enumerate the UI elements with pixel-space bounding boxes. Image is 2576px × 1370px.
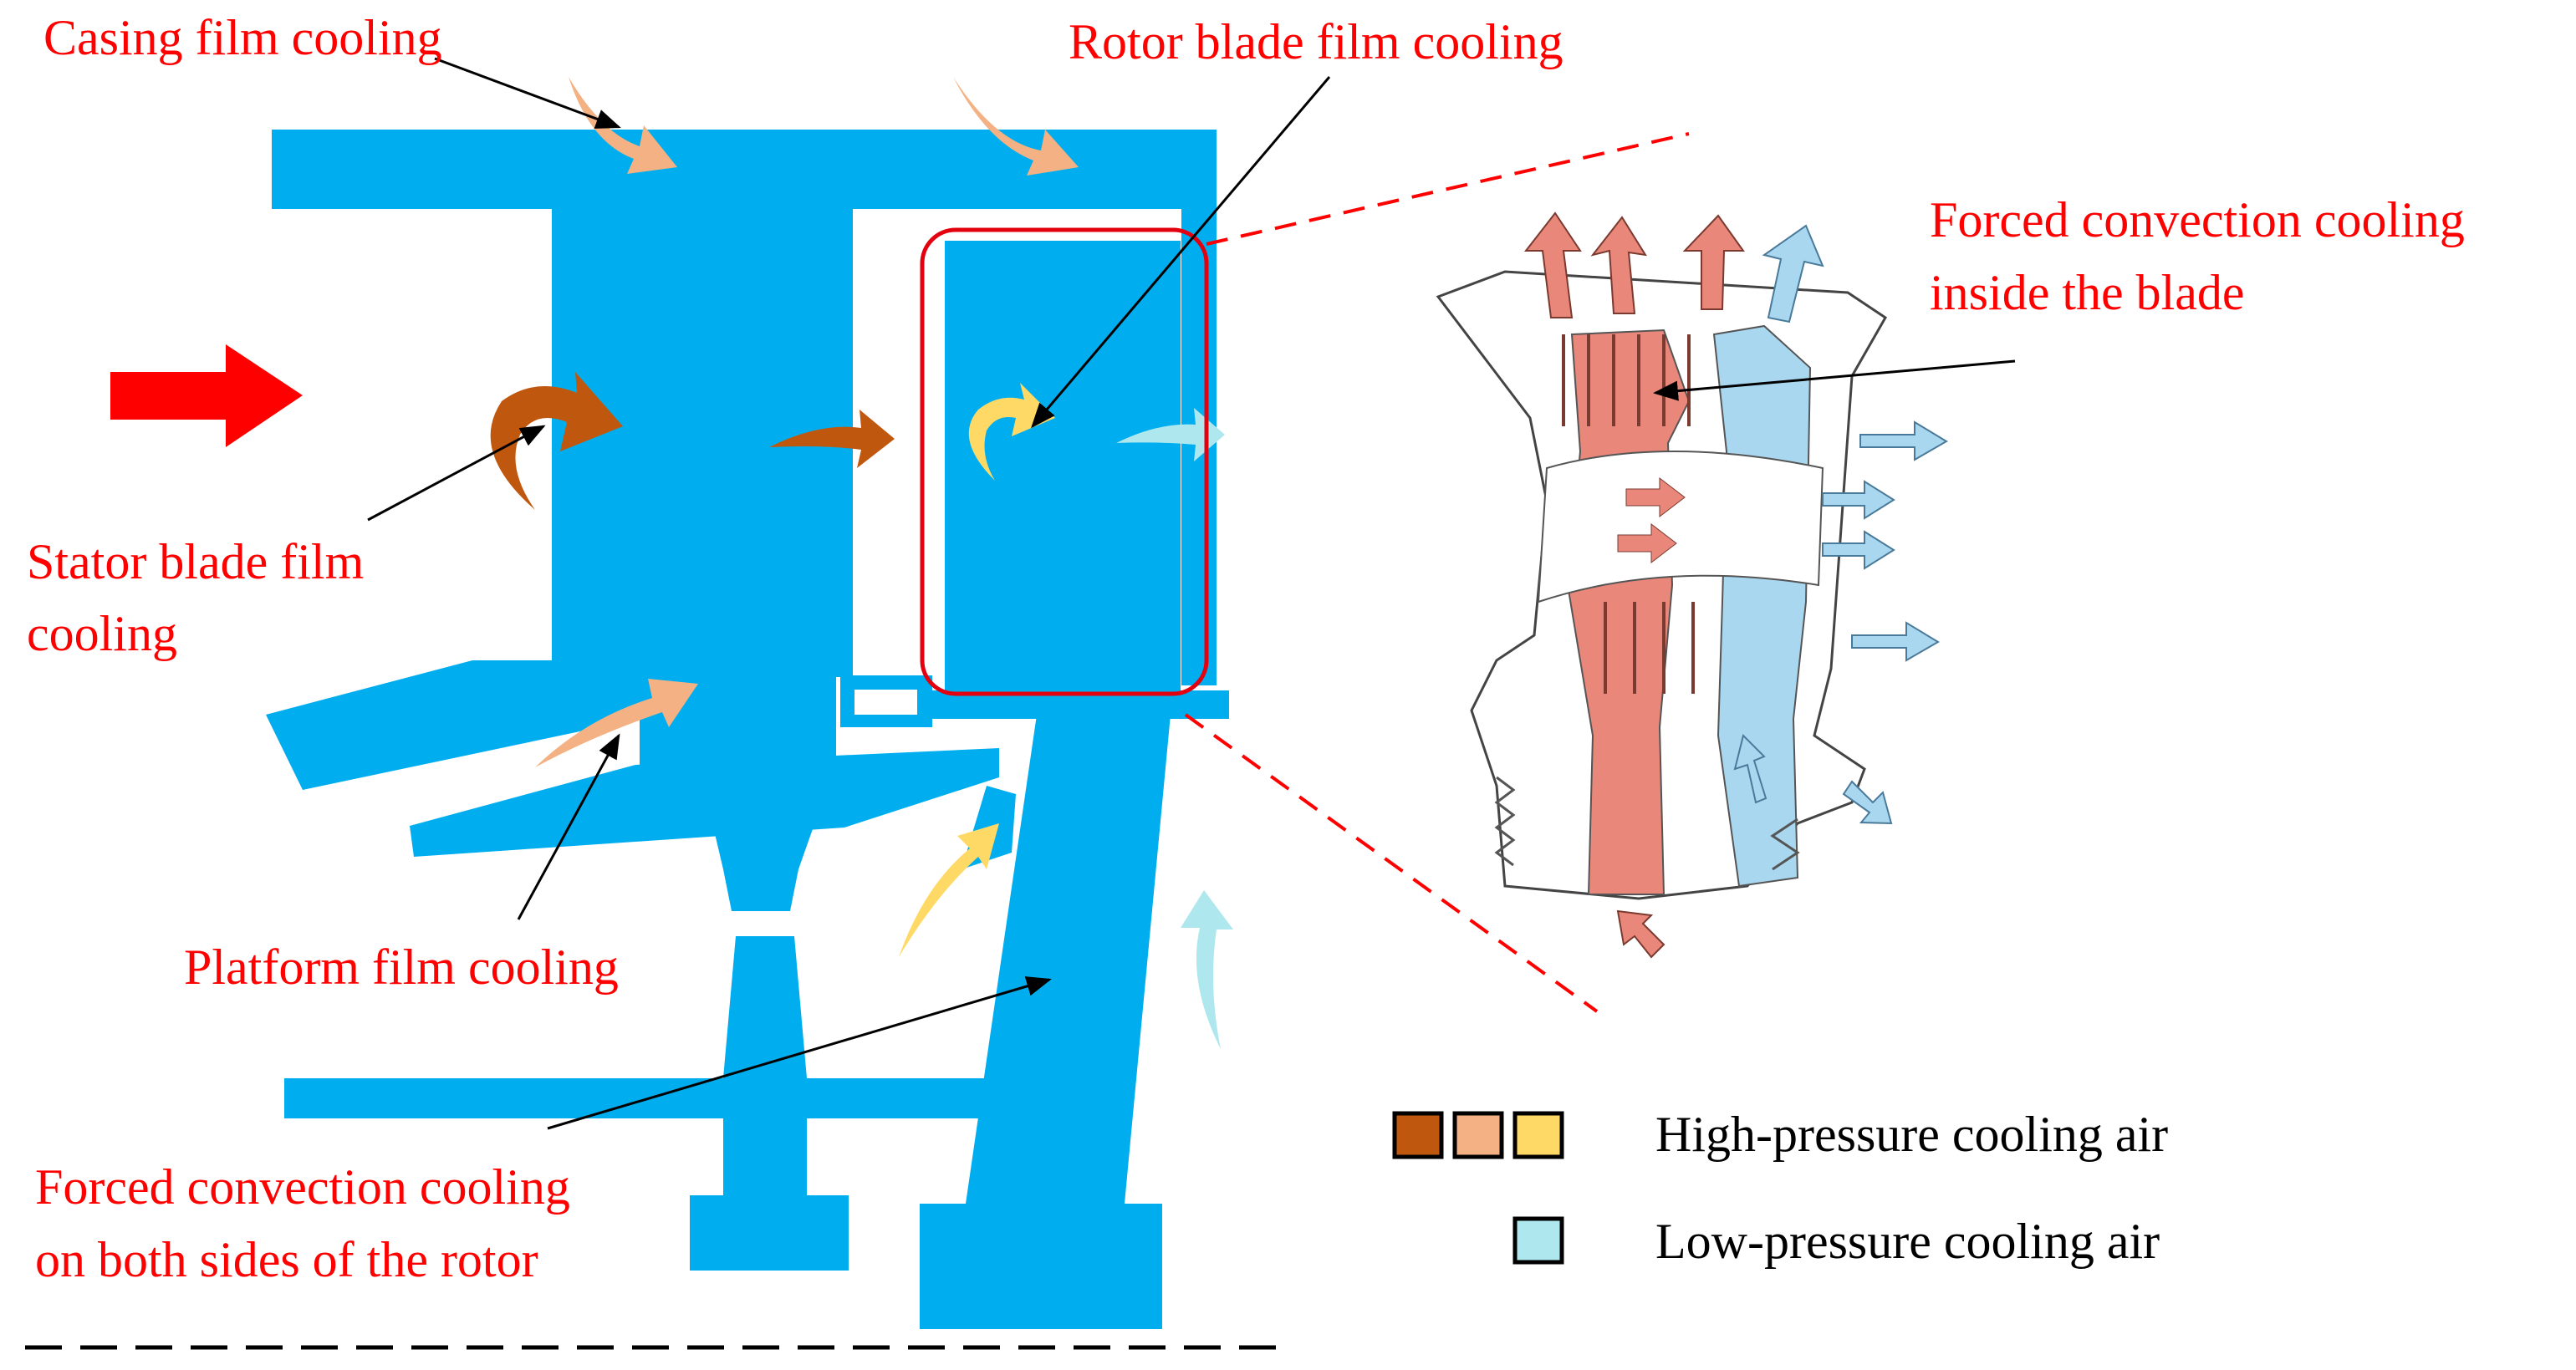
platform-arrow: [535, 679, 698, 767]
legend-swatch-high-dark: [1392, 1111, 1444, 1159]
legend-low-pressure: Low-pressure cooling air: [1655, 1214, 2160, 1269]
label-stator-line1: Stator blade film: [27, 534, 365, 589]
label-platform-film-cooling: Platform film cooling: [184, 940, 619, 995]
pointer-platform: [517, 733, 620, 920]
rotor-side-arrow-high: [899, 823, 999, 957]
casing: [272, 130, 1217, 209]
inner-platform-strip: [410, 748, 999, 857]
stator-platform: [266, 660, 836, 790]
pointer-forced-rotor: [547, 976, 1052, 1130]
stator-arrow-curl: [490, 372, 623, 510]
rotor-side-arrow-low: [1181, 890, 1233, 1049]
blade-mid-cavity: [1537, 451, 1824, 604]
legend-swatch-high-light: [1512, 1111, 1564, 1159]
zoom-line-top: [1206, 132, 1690, 246]
label-casing-film-cooling: Casing film cooling: [43, 10, 442, 65]
label-forced-rotor-line1: Forced convection cooling: [35, 1159, 570, 1215]
labyrinth-seal: [706, 798, 824, 911]
zoom-line-bottom: [1184, 713, 1599, 1013]
label-forced-inside-line2: inside the blade: [1930, 265, 2245, 320]
pointer-rotor: [1031, 76, 1331, 429]
label-forced-inside-line1: Forced convection cooling: [1930, 192, 2465, 247]
label-forced-rotor-line2: on both sides of the rotor: [35, 1232, 538, 1287]
legend-swatch-high-mid: [1452, 1111, 1504, 1159]
pointer-stator: [367, 425, 546, 522]
rotor-highlight-box: [920, 227, 1209, 696]
blade-passage-cool: [1712, 324, 1812, 888]
blade-cutaway: [1436, 211, 1948, 959]
label-stator-line2: cooling: [27, 606, 177, 661]
casing-arrow-1: [569, 77, 677, 174]
pointer-lines: [367, 57, 2016, 1130]
legend-swatches: [1392, 1111, 1564, 1265]
cooling-arrows: [490, 77, 1233, 1049]
legend-high-pressure: High-pressure cooling air: [1655, 1107, 2169, 1162]
label-rotor-blade-film-cooling: Rotor blade film cooling: [1069, 14, 1563, 69]
stator-arrow-straight: [769, 410, 895, 468]
pointer-casing: [434, 57, 621, 129]
pointer-forced-inside: [1653, 359, 2016, 401]
main-flow-arrow: [110, 344, 303, 447]
rotor-arrow-low: [1116, 408, 1225, 461]
casing-arrow-2: [953, 77, 1079, 176]
inner-casing-bar: [284, 1078, 1120, 1118]
legend-swatch-low: [1512, 1216, 1564, 1265]
rotor-blade: [945, 241, 1181, 699]
rotor-disk: [920, 715, 1171, 1329]
